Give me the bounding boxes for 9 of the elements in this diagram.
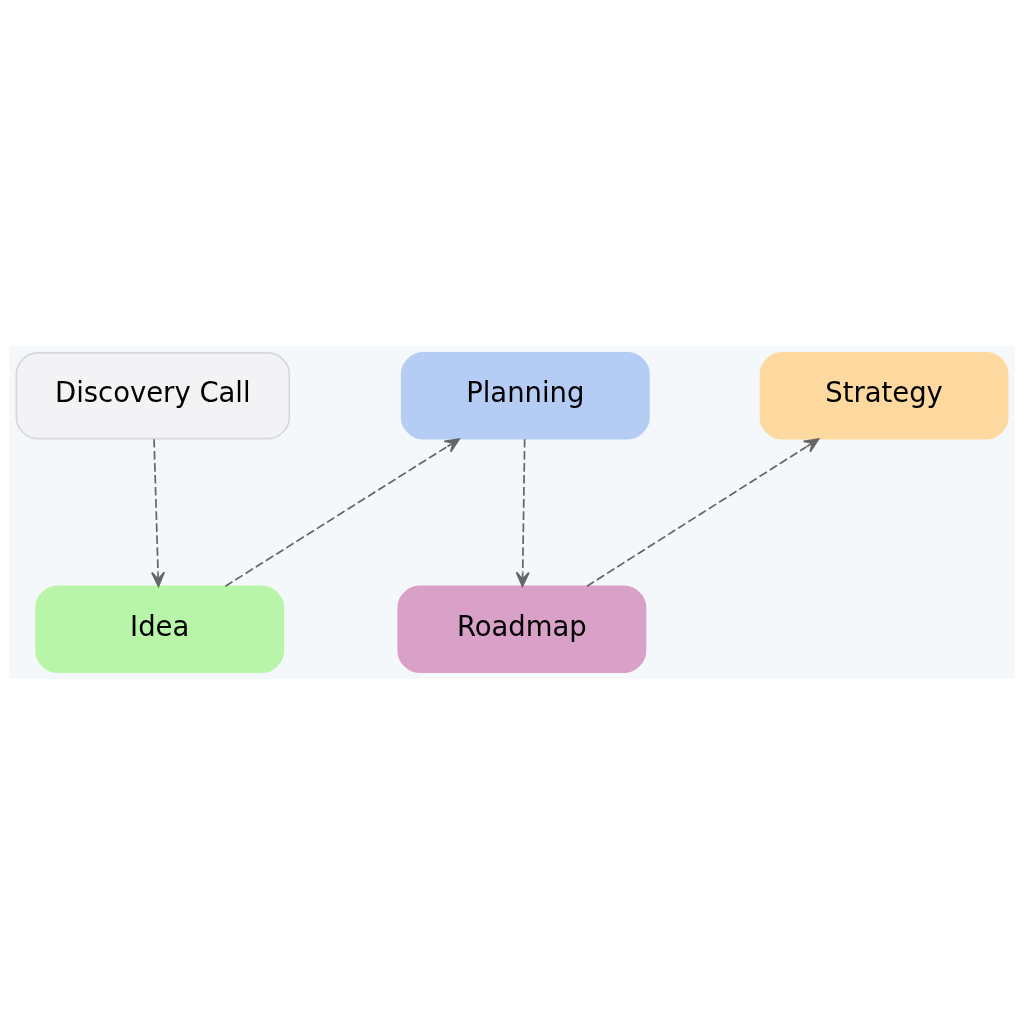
node-box: Strategy: [759, 351, 1009, 440]
arrow: [224, 437, 460, 587]
node-box: Discovery Call: [15, 351, 291, 440]
node-box: Idea: [35, 584, 285, 673]
node-box: Planning: [400, 351, 650, 440]
arrow: [151, 437, 166, 587]
arrow: [586, 437, 820, 587]
arrow: [515, 437, 530, 587]
node-box: Roadmap: [397, 584, 647, 673]
